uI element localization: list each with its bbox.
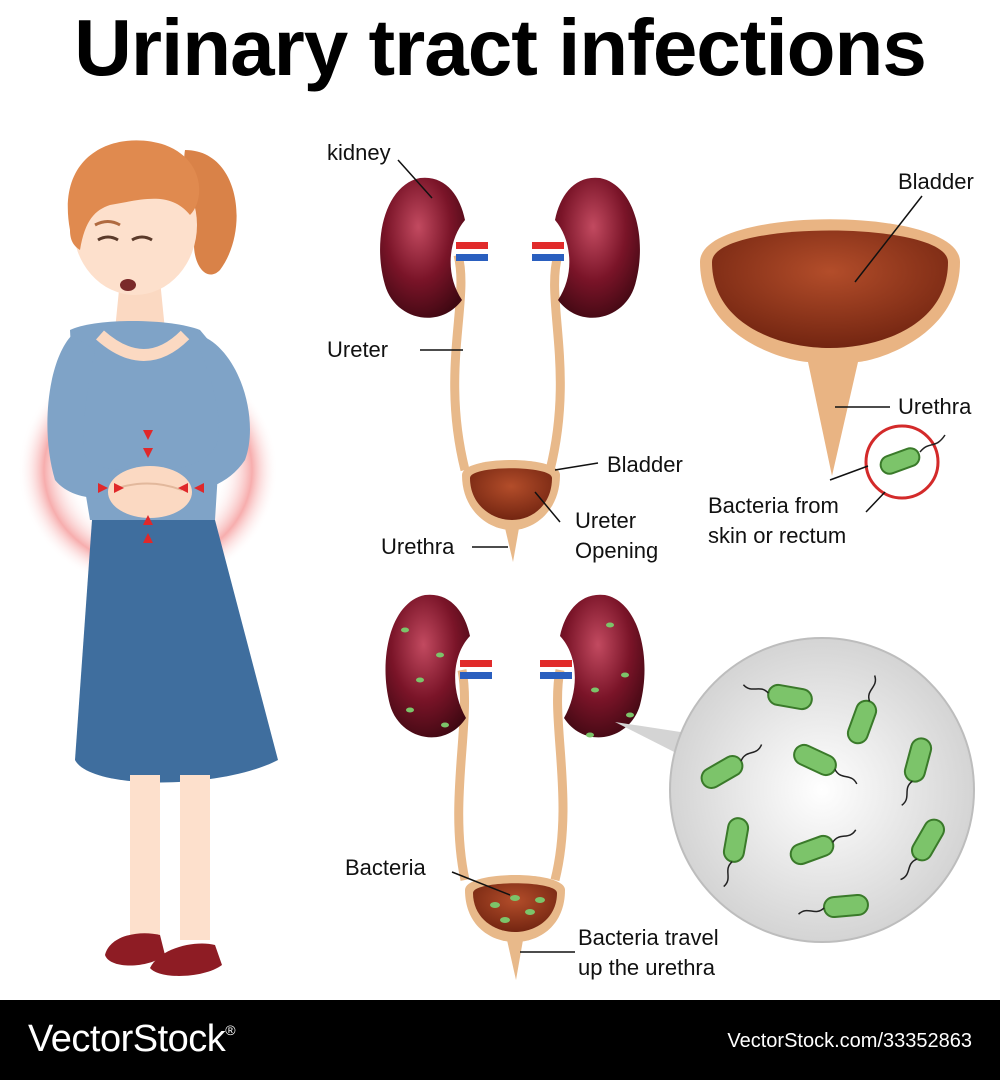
magnified-bacteria-view [669,637,975,943]
urinary-system-diagram [380,159,640,562]
pain-arrows [98,430,204,543]
infected-system-diagram [385,594,975,980]
label-bacteria-source-line1: Bacteria from [708,493,839,518]
label-ureter-opening-line2: Opening [575,538,659,563]
right-kidney [555,177,640,318]
bladder-closeup-diagram [700,195,960,513]
kidney-bacteria-dots [401,622,634,738]
label-ureter-opening-line1: Ureter [575,508,637,533]
illustration [18,140,975,980]
watermark-logo: VectorStock® [28,1018,236,1061]
label-urethra: Urethra [381,534,455,559]
label-bacteria: Bacteria [345,855,426,880]
watermark-registered-mark: ® [225,1022,236,1038]
label-kidney: kidney [327,140,391,165]
label-bladder-closeup: Bladder [898,169,974,194]
label-urethra-closeup: Urethra [898,394,972,419]
label-bladder: Bladder [607,452,683,477]
label-bacteria-travel-line2: up the urethra [578,955,715,980]
label-ureter: Ureter [327,337,389,362]
watermark-id: VectorStock.com/33352863 [727,1030,972,1052]
label-bacteria-travel-line1: Bacteria travel [578,925,719,950]
woman-figure [18,140,278,976]
left-kidney [380,177,465,318]
watermark-brand: VectorStock [28,1018,226,1060]
page-title: Urinary tract infections [74,3,927,92]
watermark-bar: VectorStock® VectorStock.com/33352863 [0,1000,1000,1080]
label-bacteria-source-line2: skin or rectum [708,523,847,548]
magnified-bacteria [700,675,945,919]
